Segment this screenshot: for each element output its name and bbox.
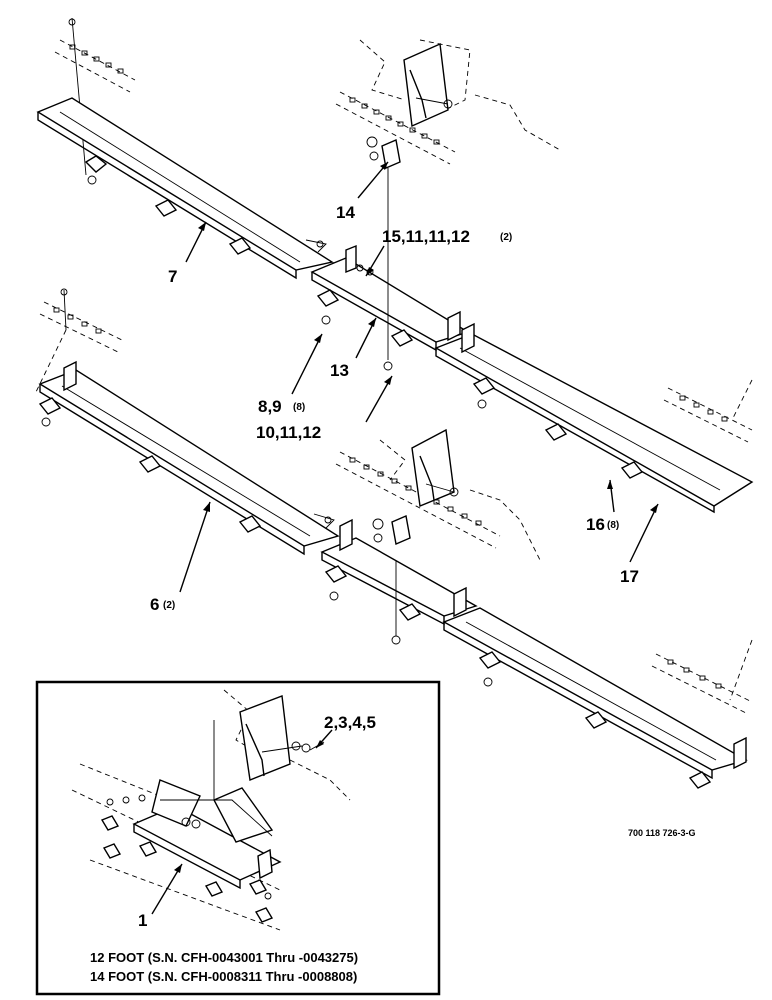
callout-17: 17 bbox=[620, 567, 639, 586]
drawing-number: 700 118 726-3-G bbox=[628, 828, 696, 838]
callout-7: 7 bbox=[168, 267, 177, 286]
callout-2: 2,3,4,5 bbox=[324, 713, 376, 732]
callout-8-qty: (8) bbox=[293, 402, 305, 413]
callout-8: 8,9 bbox=[258, 397, 282, 416]
skid-rail-6 bbox=[38, 360, 340, 556]
callout-15-qty: (2) bbox=[500, 232, 512, 243]
callout-13: 13 bbox=[330, 361, 349, 380]
inset-clips bbox=[100, 794, 274, 923]
inset-caption-line1: 12 FOOT (S.N. CFH-0043001 Thru -0043275) bbox=[90, 950, 358, 965]
callout-16: 16 bbox=[586, 515, 605, 534]
callouts: 7 14 15,11,11,12 (2) 13 8,9 (8) 10,11,12… bbox=[150, 203, 696, 838]
leader-lines bbox=[179, 161, 659, 593]
skid-rail-7 bbox=[36, 97, 334, 280]
callout-15: 15,11,11,12 bbox=[382, 227, 470, 246]
frame-bracket-lower bbox=[335, 428, 541, 561]
callout-1: 1 bbox=[138, 911, 147, 930]
callout-6: 6 bbox=[150, 595, 159, 614]
callout-6-qty: (2) bbox=[163, 600, 175, 611]
connector-plate-13 bbox=[310, 244, 470, 352]
callout-14: 14 bbox=[336, 203, 355, 222]
inset-detail: 2,3,4,5 1 12 FOOT (S.N. CFH-0043001 Thru… bbox=[35, 680, 441, 996]
skid-rail-lower-right bbox=[442, 607, 753, 789]
callout-10: 10,11,12 bbox=[256, 423, 321, 442]
connector-plate-lower bbox=[320, 515, 478, 645]
frame-bar-upper-left bbox=[54, 17, 136, 176]
upper-assembly bbox=[36, 17, 754, 514]
frame-bar-lower-left bbox=[35, 288, 123, 393]
bracket-14 bbox=[335, 39, 561, 371]
inset-caption-line2: 14 FOOT (S.N. CFH-0008311 Thru -0008808) bbox=[90, 969, 357, 984]
skid-rail-17 bbox=[434, 322, 754, 514]
lower-assembly bbox=[35, 288, 753, 789]
callout-16-qty: (8) bbox=[607, 520, 619, 531]
